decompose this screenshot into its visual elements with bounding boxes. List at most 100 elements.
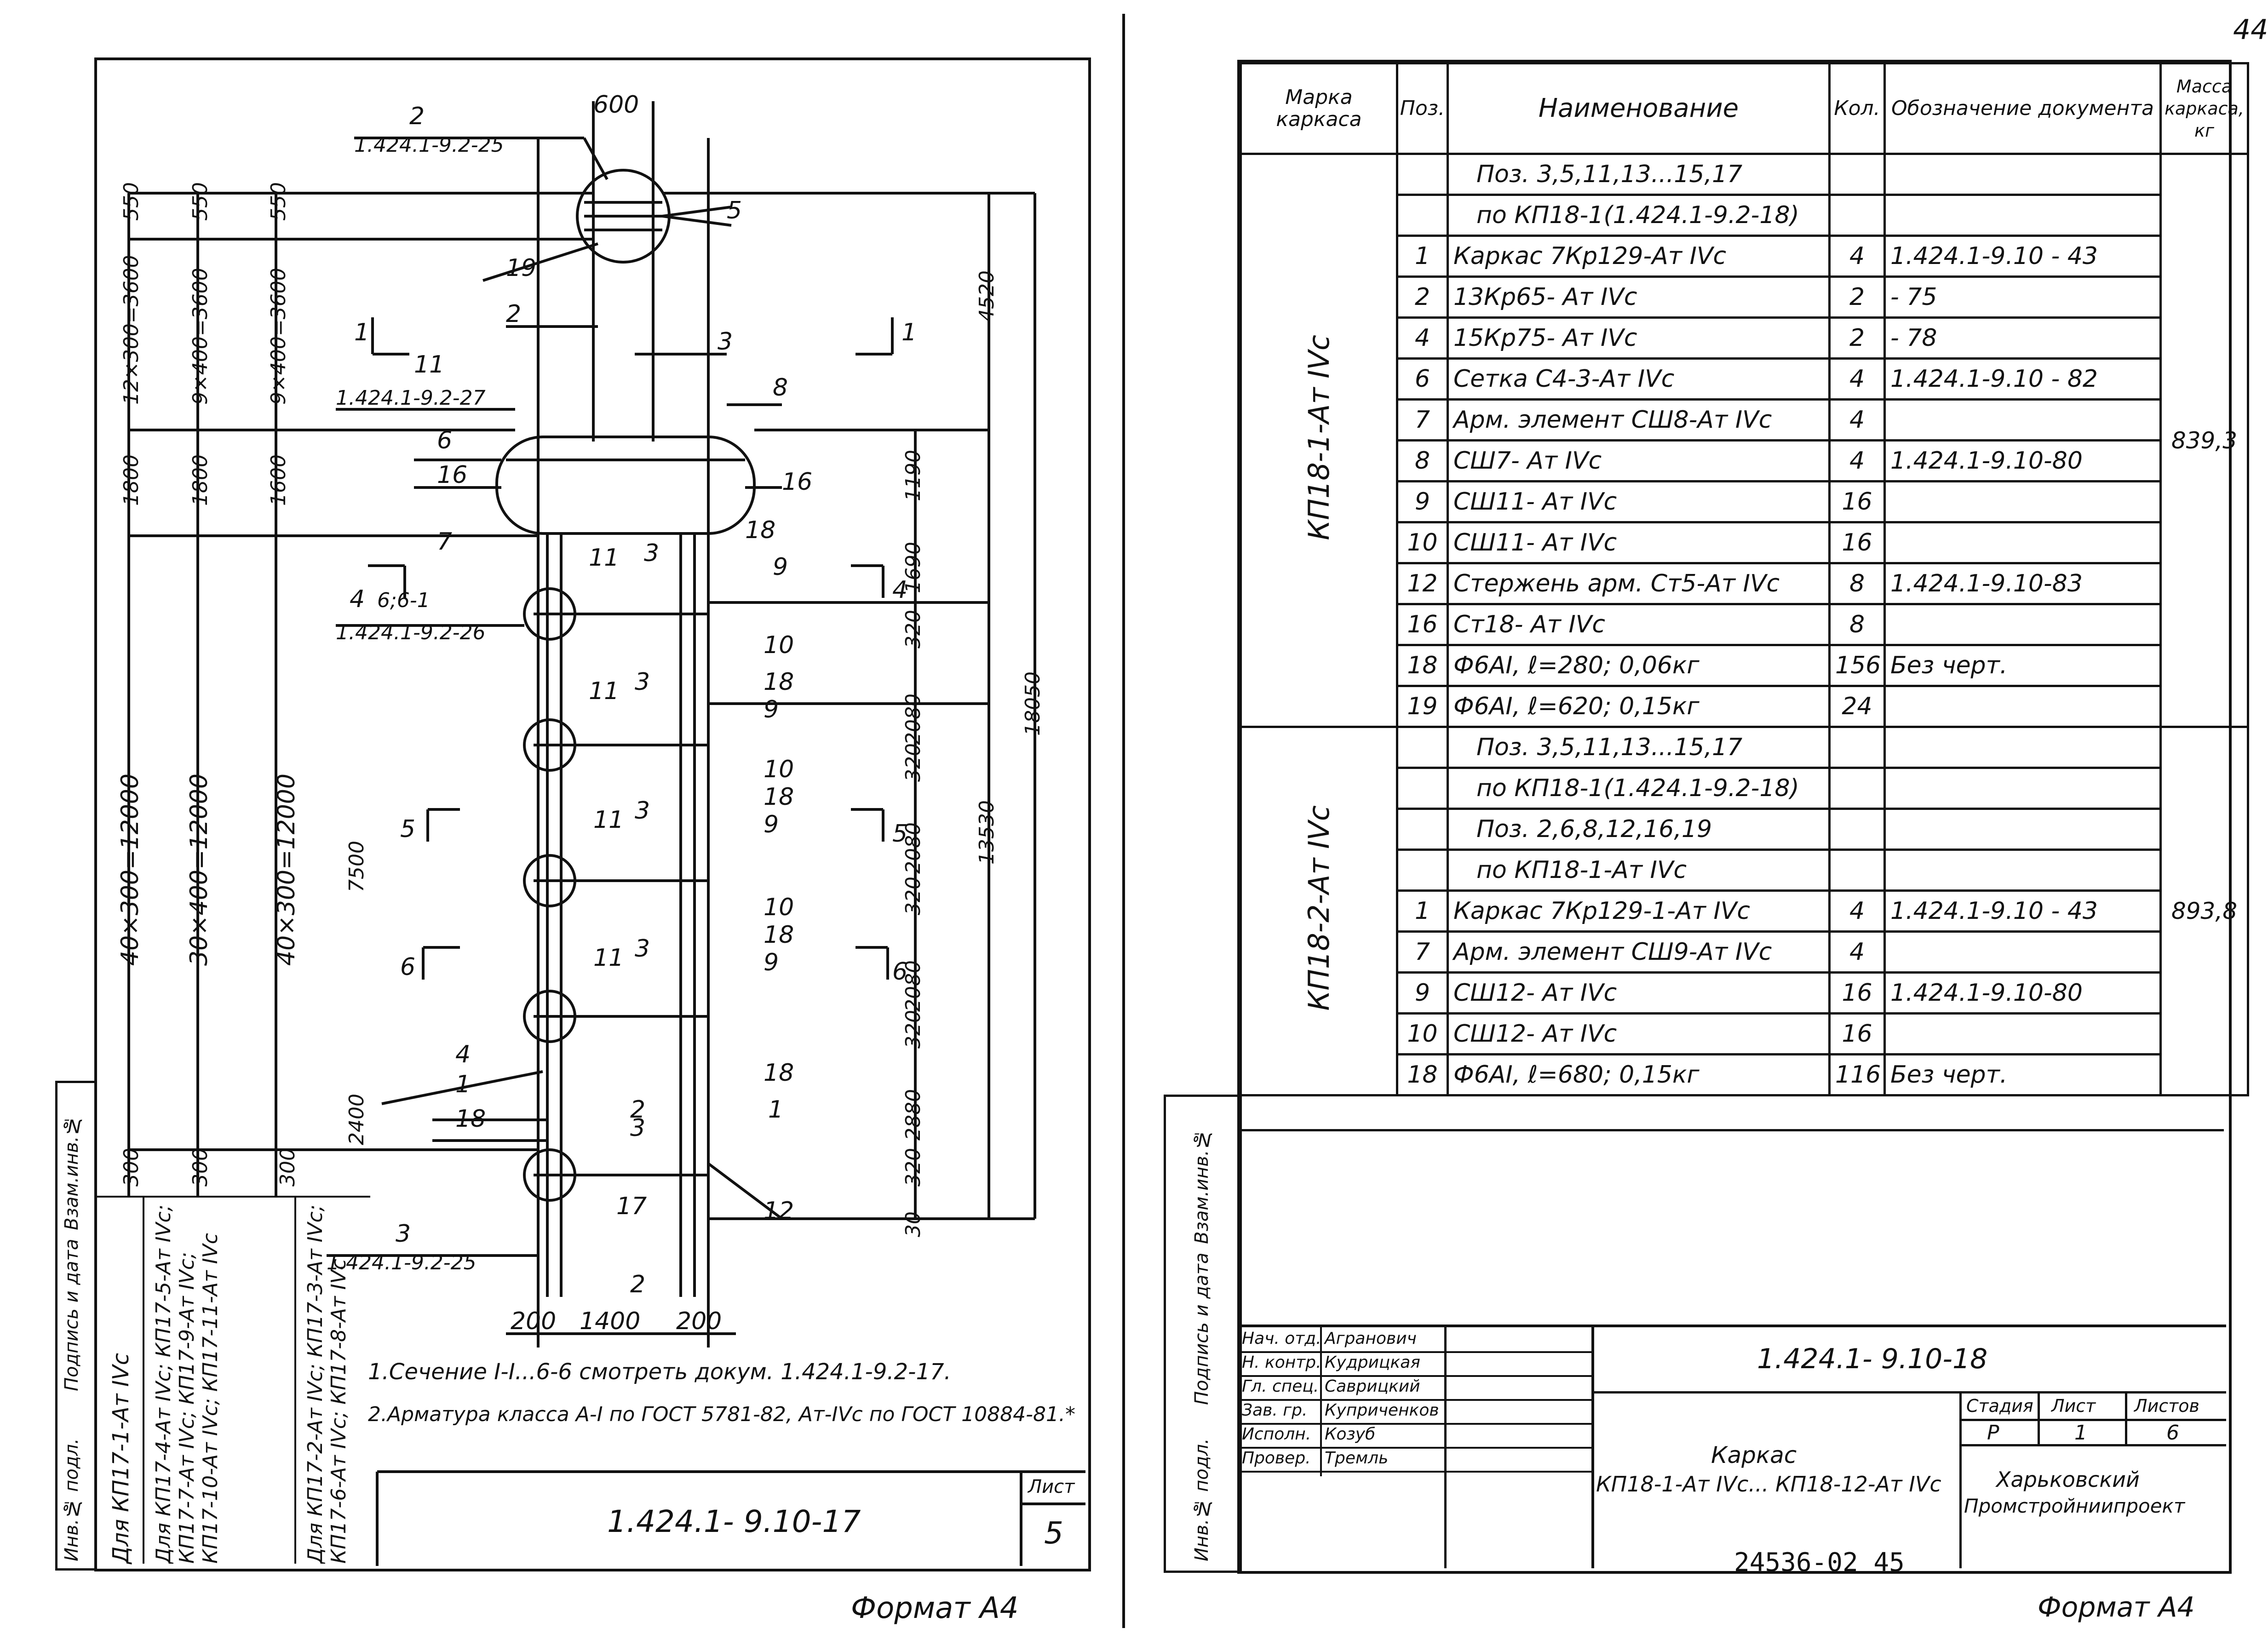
svg-text:5: 5 xyxy=(892,820,907,848)
qty-cell: 4 xyxy=(1828,439,1886,482)
name-cell: Ф6АI, ℓ=280; 0,06кг xyxy=(1447,644,1831,687)
pos-cell: 10 xyxy=(1396,521,1449,564)
variant-top-line xyxy=(94,1196,370,1198)
table-row: по КП18-1(1.424.1-9.2-18) xyxy=(1241,194,2248,237)
table-header-row: Марка каркаса Поз. Наименование Кол. Обо… xyxy=(1240,62,2249,155)
svg-text:16: 16 xyxy=(437,461,467,489)
svg-text:11: 11 xyxy=(589,544,619,572)
header-pos: Поз. xyxy=(1396,62,1449,155)
name-cell: Поз. 3,5,11,13...15,17 xyxy=(1447,726,1831,769)
svg-text:7500: 7500 xyxy=(345,841,368,892)
pos-cell xyxy=(1396,808,1449,851)
svg-text:550: 550 xyxy=(267,182,290,221)
header-mass: Масса каркаса, кг xyxy=(2159,62,2249,155)
svg-text:1: 1 xyxy=(768,1096,783,1124)
tb-vline-3 xyxy=(1959,1391,1962,1568)
tb-hline-doc xyxy=(1591,1391,2226,1393)
pos-cell: 10 xyxy=(1396,1012,1449,1055)
name-cell: СШ12- Ат IVс xyxy=(1447,971,1831,1015)
doc-cell: Без черт. xyxy=(1883,1053,2162,1096)
doc-cell xyxy=(1883,767,2162,810)
svg-text:9: 9 xyxy=(764,811,779,838)
doc-cell: 1.424.1-9.10 - 43 xyxy=(1883,889,2162,933)
header-qty: Кол. xyxy=(1828,62,1886,155)
tb-role: Исполн. xyxy=(1242,1425,1311,1444)
qty-cell: 16 xyxy=(1828,480,1886,523)
svg-text:600: 600 xyxy=(593,91,639,119)
mark-cell: КП18-2-Ат IVс xyxy=(1240,726,1398,1096)
doc-cell: 1.424.1-9.10 - 82 xyxy=(1883,357,2162,401)
svg-text:11: 11 xyxy=(414,351,444,378)
svg-text:3: 3 xyxy=(718,328,733,356)
svg-text:320: 320 xyxy=(901,610,925,648)
svg-text:200: 200 xyxy=(511,1307,556,1335)
pos-cell xyxy=(1396,153,1449,196)
svg-text:40×300=12000: 40×300=12000 xyxy=(116,774,144,966)
pos-cell: 19 xyxy=(1396,685,1449,728)
qty-cell xyxy=(1828,194,1886,237)
mark-cell: КП18-1-Ат IVс xyxy=(1240,153,1398,728)
svg-text:2080: 2080 xyxy=(901,694,925,745)
sheet-divider xyxy=(1122,14,1125,1628)
footer-code: 24536-02 45 xyxy=(1734,1548,1905,1577)
qty-cell: 8 xyxy=(1828,562,1886,605)
svg-text:10: 10 xyxy=(764,894,794,921)
pos-cell: 16 xyxy=(1396,603,1449,646)
variant-divider-1 xyxy=(143,1196,144,1564)
doc-cell: - 78 xyxy=(1883,316,2162,360)
tb-role: Н. контр. xyxy=(1242,1353,1321,1372)
name-cell: Сетка С4-3-Ат IVс xyxy=(1447,357,1831,401)
doc-cell xyxy=(1883,726,2162,769)
right-stamp-strip: Инв.№ подл. Подпись и дата Взам.инв.№ xyxy=(1164,1095,1242,1573)
tb-row-line xyxy=(1237,1423,1591,1425)
qty-cell: 4 xyxy=(1828,930,1886,974)
tb-title-line1: Каркас xyxy=(1711,1442,1797,1468)
svg-text:7: 7 xyxy=(437,528,452,556)
tb-vline-5 xyxy=(2125,1391,2127,1444)
header-name: Наименование xyxy=(1447,62,1831,155)
svg-text:5: 5 xyxy=(727,197,742,224)
tb-role: Нач. отд. xyxy=(1242,1329,1321,1348)
tb-hline-stage2 xyxy=(1959,1444,2226,1446)
pos-cell xyxy=(1396,194,1449,237)
doc-cell xyxy=(1883,603,2162,646)
name-cell: по КП18-1(1.424.1-9.2-18) xyxy=(1447,767,1831,810)
pos-cell: 7 xyxy=(1396,930,1449,974)
svg-text:9: 9 xyxy=(764,949,779,976)
pos-cell: 9 xyxy=(1396,480,1449,523)
qty-cell: 156 xyxy=(1828,644,1886,687)
tb-vline-1 xyxy=(1591,1325,1594,1568)
svg-text:4520: 4520 xyxy=(975,270,999,322)
left-sheet-label: Лист xyxy=(1028,1476,1075,1497)
svg-text:1.424.1-9.2-25: 1.424.1-9.2-25 xyxy=(354,133,504,157)
name-cell: Поз. 3,5,11,13...15,17 xyxy=(1447,153,1831,196)
svg-text:2: 2 xyxy=(506,300,521,328)
pos-cell: 7 xyxy=(1396,398,1449,442)
tb-name: Козуб xyxy=(1325,1425,1376,1444)
table-bottom-line xyxy=(1240,1129,2224,1131)
tb-vline-2 xyxy=(1444,1325,1447,1568)
tb-vline-4 xyxy=(2038,1391,2040,1444)
tb-row-line xyxy=(1237,1351,1591,1353)
pos-cell xyxy=(1396,726,1449,769)
table-row: по КП18-1(1.424.1-9.2-18) xyxy=(1241,767,2248,810)
note-2: 2.Арматура класса А-I по ГОСТ 5781-82, А… xyxy=(368,1403,1075,1426)
name-cell: Каркас 7Кр129-1-Ат IVс xyxy=(1447,889,1831,933)
right-stamp-sign-label: Подпись и дата xyxy=(1191,1252,1212,1405)
doc-cell xyxy=(1883,480,2162,523)
svg-text:1400: 1400 xyxy=(580,1307,640,1335)
svg-text:3: 3 xyxy=(635,668,650,696)
name-cell: Ф6АI, ℓ=620; 0,15кг xyxy=(1447,685,1831,728)
svg-text:1: 1 xyxy=(901,319,917,346)
svg-text:3: 3 xyxy=(635,797,650,825)
tb-name: Саврицкий xyxy=(1325,1377,1420,1396)
svg-text:9×400=3600: 9×400=3600 xyxy=(189,268,212,405)
tb-sheet-value: 1 xyxy=(2074,1421,2087,1445)
doc-cell xyxy=(1883,1012,2162,1055)
